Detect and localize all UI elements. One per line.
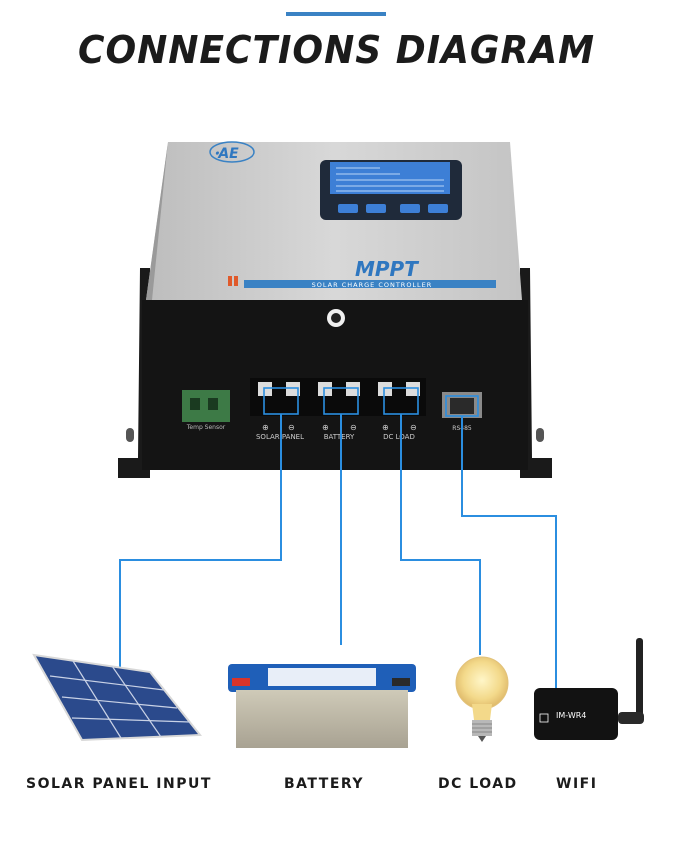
svg-text:⊖: ⊖ [288,423,295,432]
solar-panel-image [32,653,203,742]
temp-sensor-label: Temp Sensor [186,424,226,431]
battery-port-label: BATTERY [324,433,355,441]
connection-wires [119,387,557,688]
product-subtitle: SOLAR CHARGE CONTROLLER [312,281,433,289]
label-wifi: WIFI [556,776,598,792]
label-dc-load: DC LOAD [438,776,518,792]
product-name: MPPT [355,257,419,281]
antenna-icon [636,638,643,720]
dc-load-port-label: DC LOAD [383,433,415,441]
mppt-branding: MPPT SOLAR CHARGE CONTROLLER [228,257,496,289]
light-bulb-image [455,656,509,742]
page-title: CONNECTIONS DIAGRAM [78,28,595,72]
wire-load [400,414,481,655]
wire-wifi [461,416,557,688]
brand-logo-text: ꞏAE [214,146,239,162]
temp-sensor-port: Temp Sensor [182,390,230,431]
lcd-button-4[interactable] [428,204,448,213]
lcd-button-3[interactable] [400,204,420,213]
svg-text:⊖: ⊖ [350,423,357,432]
svg-text:⊕: ⊕ [382,423,389,432]
lcd-display [320,160,462,220]
wifi-device-label: IM-WR4 [556,711,586,720]
brand-logo: ꞏAE [209,141,255,163]
lcd-button-1[interactable] [338,204,358,213]
battery-image [228,664,416,748]
title-accent-bar [286,12,386,16]
wire-solar [119,414,282,668]
svg-text:⊖: ⊖ [410,423,417,432]
terminal-blocks: SOLAR PANEL BATTERY DC LOAD ⊕⊖ ⊕⊖ ⊕⊖ [250,378,426,441]
lcd-button-2[interactable] [366,204,386,213]
svg-text:⊕: ⊕ [262,423,269,432]
wifi-module-image: IM-WR4 [534,638,644,740]
label-solar-panel-input: SOLAR PANEL INPUT [26,776,212,792]
svg-text:⊕: ⊕ [322,423,329,432]
label-battery: BATTERY [284,776,365,792]
